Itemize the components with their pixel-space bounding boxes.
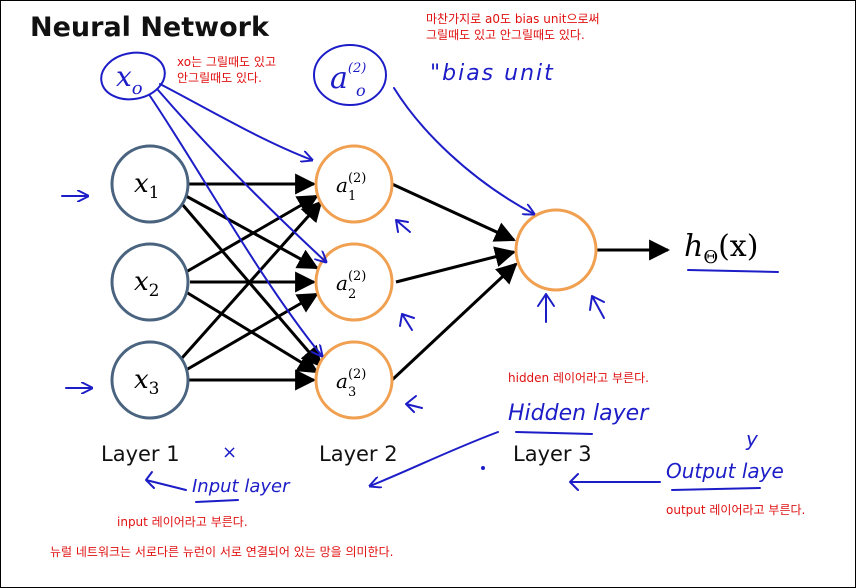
page-title: Neural Network — [30, 12, 269, 43]
y-handwritten: y — [745, 427, 759, 451]
a0-ellipse — [313, 44, 387, 106]
input-node-x3 — [110, 340, 190, 420]
edge-a3-out — [390, 262, 518, 382]
output-layer-handwritten: Output laye — [666, 459, 784, 483]
handwritten-annotations — [61, 44, 779, 503]
output-hypothesis-label: hΘ(x) — [684, 229, 758, 268]
input-node-x1 — [110, 144, 190, 224]
output-h-underline — [687, 269, 779, 273]
layer-3-label: Layer 3 — [513, 442, 592, 466]
hidden-label-a2: a(2)2 — [336, 269, 366, 302]
x-mark-handwritten: × — [222, 442, 237, 463]
input-label-x1: x1 — [134, 169, 160, 203]
edge-a1-out — [391, 182, 516, 242]
edge-x3-a1 — [180, 200, 323, 359]
input-label-x2: x2 — [134, 267, 160, 301]
input-layer-arrow — [145, 471, 187, 491]
output-layer-underline — [671, 487, 761, 491]
output-node — [514, 208, 598, 292]
hidden-node-a3 — [314, 340, 394, 420]
x0-note: xo는 그릴때도 있고 안그릴때도 있다. — [177, 55, 276, 85]
a0-handwritten: a(2)o — [330, 61, 366, 100]
input-layer-note: input 레이어라고 부른다. — [117, 515, 248, 529]
out-arrow-left — [537, 293, 555, 323]
hidden-node-a2 — [314, 242, 394, 322]
output-layer-arrow — [569, 473, 661, 491]
x0-to-a2 — [157, 89, 326, 262]
hidden-layer-underline — [515, 431, 593, 435]
a0-to-output — [393, 87, 534, 214]
x0-handwritten: xo — [116, 60, 143, 99]
out-arrow-right — [589, 295, 605, 319]
hidden-output-edges — [390, 182, 671, 382]
edge-x1-a3 — [180, 203, 323, 368]
input-layer-handwritten: Input layer — [192, 476, 291, 497]
bottom-note: 뉴럴 네트워크는 서로다른 뉴런이 서로 연결되어 있는 망을 의미한다. — [50, 545, 394, 559]
layer-1-label: Layer 1 — [101, 442, 180, 466]
layer-2-label: Layer 2 — [319, 442, 398, 466]
a0-note: 마찬가지로 a0도 bias unit으로써 그릴때도 있고 안그릴때도 있다. — [426, 12, 600, 42]
hidden-layer-handwritten: Hidden layer — [508, 401, 650, 426]
a2-arrow — [399, 313, 415, 331]
input-hidden-edges — [180, 173, 323, 391]
hidden-layer-note: hidden 레이어라고 부른다. — [508, 371, 649, 385]
a3-arrow — [405, 395, 423, 413]
edge-x2-a1 — [185, 194, 319, 274]
output-layer-note: output 레이어라고 부른다. — [666, 503, 806, 517]
hidden-layer-arrow — [370, 431, 499, 486]
dot-mark — [481, 466, 485, 470]
bias-unit-handwritten: "bias unit — [430, 61, 555, 86]
edge-x3-a2 — [185, 292, 319, 372]
hidden-label-a3: a(2)3 — [336, 367, 366, 400]
edge-x1-a2 — [185, 194, 319, 270]
x0-ellipse — [100, 51, 166, 101]
edge-a2-out — [395, 246, 517, 284]
input-layer-underline — [195, 499, 239, 503]
hidden-label-a1: a(2)1 — [336, 171, 366, 204]
input-label-x3: x3 — [134, 365, 160, 399]
x0-to-a3 — [149, 95, 322, 356]
input-node-x2 — [110, 242, 190, 322]
hidden-node-a1 — [314, 144, 394, 224]
a1-arrow — [395, 219, 411, 233]
x0-to-a1 — [159, 83, 312, 160]
